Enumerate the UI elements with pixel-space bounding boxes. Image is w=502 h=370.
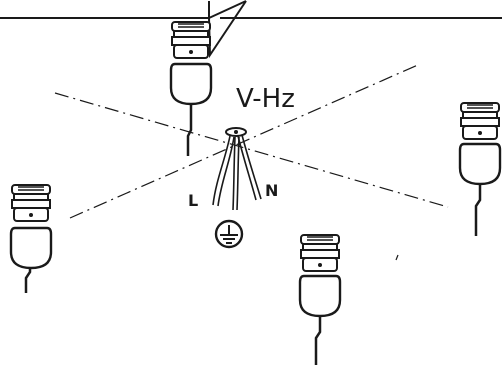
earth-ground-icon bbox=[214, 219, 244, 249]
light-fixture-top bbox=[169, 21, 213, 156]
neutral-label: N bbox=[265, 181, 278, 200]
light-fixture-right bbox=[458, 102, 502, 236]
live-label: L bbox=[188, 191, 198, 210]
callout-frame bbox=[0, 0, 502, 19]
light-fixture-left bbox=[9, 184, 53, 293]
neutral-wire bbox=[237, 134, 262, 201]
voltage-label: V-Hz bbox=[236, 84, 295, 114]
center-lines bbox=[54, 63, 449, 219]
pendant-cord bbox=[314, 310, 322, 365]
lamp-shade bbox=[298, 274, 342, 318]
lamp-shade bbox=[458, 142, 502, 186]
pendant-cord bbox=[186, 100, 193, 156]
lamp-shade bbox=[9, 226, 53, 270]
live-wire bbox=[212, 135, 235, 207]
ceiling-rose-pendant-icon bbox=[460, 102, 500, 140]
lamp-shade bbox=[169, 62, 213, 106]
ceiling-rose-pendant-icon bbox=[300, 234, 340, 272]
pendant-cord bbox=[474, 178, 482, 236]
ceiling-rose-pendant-icon bbox=[171, 21, 211, 59]
supply-wires bbox=[212, 127, 262, 211]
stray-mark bbox=[395, 254, 399, 261]
earth-wire bbox=[232, 136, 240, 211]
light-fixture-bottom bbox=[298, 234, 342, 365]
ceiling-rose-pendant-icon bbox=[11, 184, 51, 222]
